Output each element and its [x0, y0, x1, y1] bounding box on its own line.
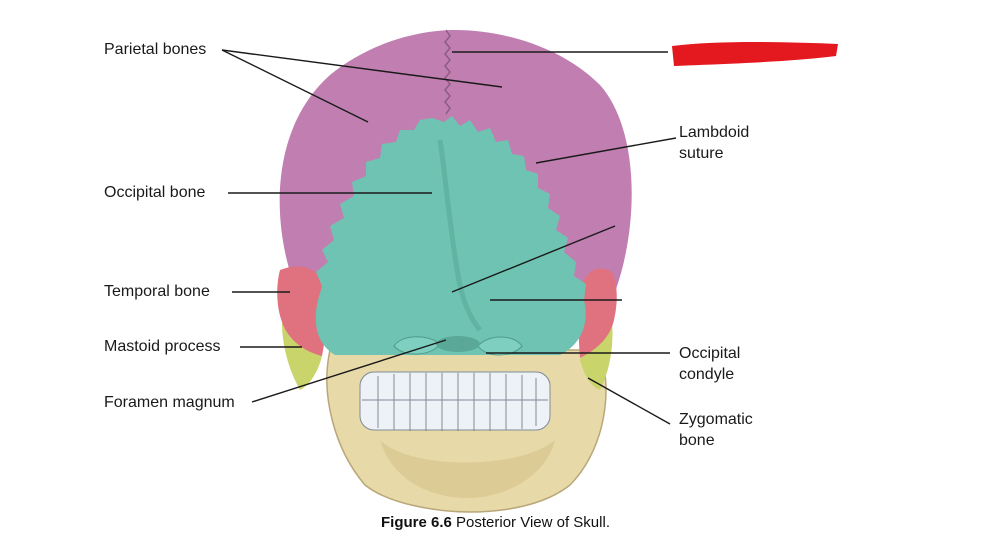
label-parietal-bones: Parietal bones	[104, 41, 207, 58]
redaction-mark	[672, 42, 838, 66]
teeth	[359, 371, 551, 431]
label-zygomatic-bone-line2: bone	[679, 432, 715, 449]
chin-shadow	[380, 440, 555, 498]
label-occipital-bone: Occipital bone	[104, 184, 206, 201]
temporal-right	[578, 268, 617, 358]
label-zygomatic-bone-line1: Zygomatic	[679, 411, 753, 428]
label-occipital-condyle-line1: Occipital	[679, 345, 741, 362]
figure-number: Figure 6.6	[381, 514, 452, 531]
label-mastoid-process: Mastoid process	[104, 338, 221, 355]
label-lambdoid-suture-line2: suture	[679, 145, 724, 162]
mastoid-left	[282, 322, 322, 390]
sagittal-suture	[444, 29, 451, 115]
label-temporal-bone: Temporal bone	[104, 283, 210, 300]
label-lambdoid-suture-line1: Lambdoid	[679, 124, 750, 141]
figure-caption: Figure 6.6 Posterior View of Skull.	[0, 514, 991, 531]
label-occipital-condyle-line2: condyle	[679, 366, 735, 383]
figure-caption-text: Posterior View of Skull.	[456, 514, 610, 531]
occipital-shading	[437, 139, 482, 332]
temporal-left	[277, 266, 328, 356]
label-foramen-magnum: Foramen magnum	[104, 394, 235, 411]
leader-lines	[221, 49, 677, 425]
foramen-magnum-shape	[436, 336, 480, 352]
